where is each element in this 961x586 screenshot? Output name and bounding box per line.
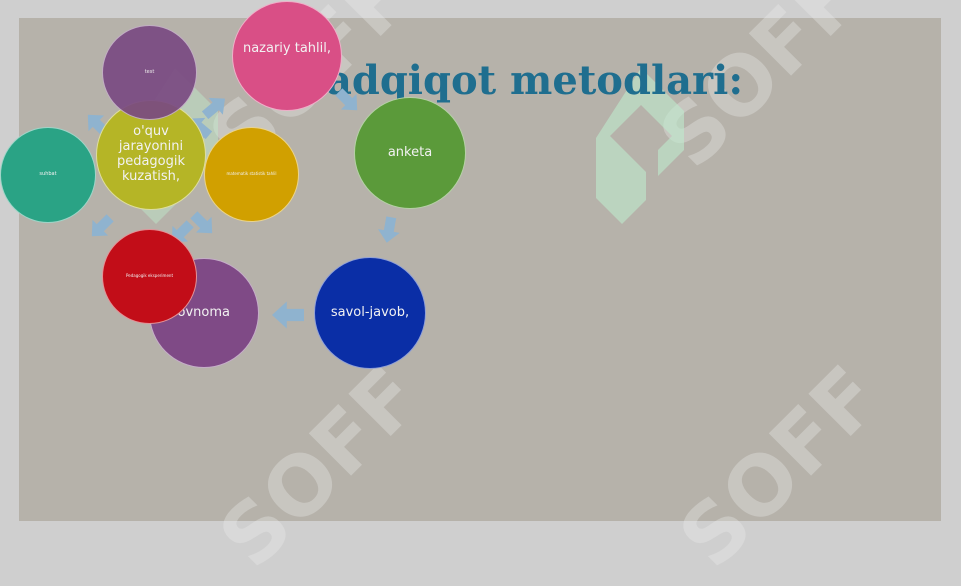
arrow-icon xyxy=(84,210,118,244)
slide-title: Tadqiqot metodlari: xyxy=(300,57,744,104)
node-nazariy[interactable]: nazariy tahlil, xyxy=(232,1,342,111)
arrow-icon xyxy=(186,207,220,241)
node-nazariy-label: nazariy tahlil, xyxy=(242,41,332,56)
arrow-icon xyxy=(164,216,198,250)
node-oquv-label: o'quv jarayonini pedagogik kuzatish, xyxy=(116,124,186,184)
node-suhbat[interactable]: suhbat xyxy=(0,127,96,223)
node-oquv[interactable]: o'quv jarayonini pedagogik kuzatish, xyxy=(96,100,206,210)
node-pedagogik-label: Pedagogik eksperiment xyxy=(125,273,174,279)
arrow-icon xyxy=(376,215,402,244)
node-test[interactable]: test xyxy=(102,25,197,120)
arrow-icon xyxy=(198,90,232,124)
node-savol[interactable]: savol-javob, xyxy=(314,257,426,369)
node-savol-label: savol-javob, xyxy=(330,304,410,320)
node-matematik[interactable]: matematik statistik tahlil xyxy=(204,127,299,222)
node-anketa-label: anketa xyxy=(387,144,433,160)
node-matematik-label: matematik statistik tahlil xyxy=(226,171,277,177)
node-test-label: test xyxy=(144,68,155,75)
node-pedagogik[interactable]: Pedagogik eksperiment xyxy=(102,229,197,324)
node-suhbat-label: suhbat xyxy=(39,171,57,178)
node-anketa[interactable]: anketa xyxy=(354,97,466,209)
arrow-icon xyxy=(331,84,365,118)
arrow-icon xyxy=(272,300,304,330)
